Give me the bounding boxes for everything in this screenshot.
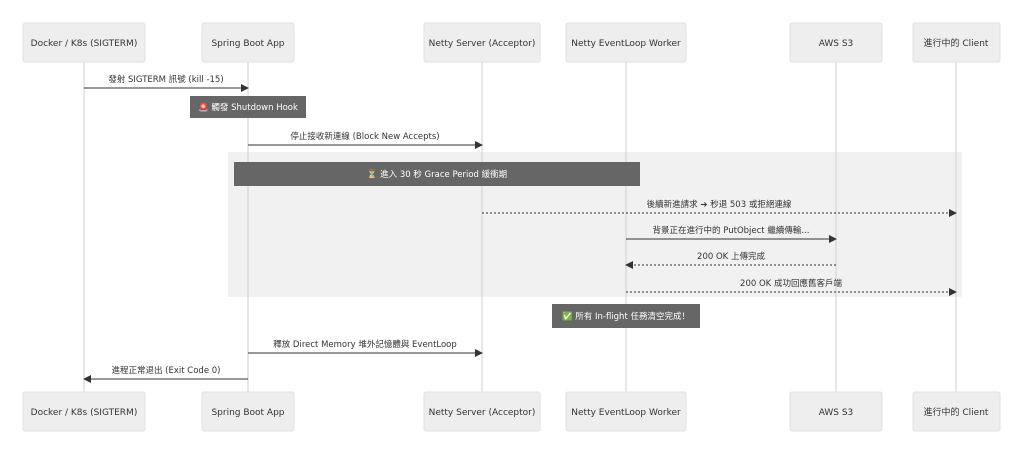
message-sigterm: 發射 SIGTERM 訊號 (kill -15) <box>84 74 249 92</box>
actor-label: Docker / K8s (SIGTERM) <box>31 39 138 49</box>
note-label: ✅ 所有 In-flight 任務清空完成！ <box>562 311 690 322</box>
note-grace-period: ⏳ 進入 30 秒 Grace Period 緩衝期 <box>234 162 640 186</box>
actor-spring-boot-bottom: Spring Boot App <box>201 391 295 432</box>
actor-netty-worker-top: Netty EventLoop Worker <box>565 22 687 63</box>
message-label: 200 OK 成功回應舊客戶端 <box>740 278 842 289</box>
message-block-new-accepts: 停止接收新連線 (Block New Accepts) <box>248 131 483 149</box>
message-label: 背景正在進行中的 PutObject 繼續傳輸... <box>653 225 810 236</box>
actor-label: AWS S3 <box>819 39 854 49</box>
message-respond-old-client: 200 OK 成功回應舊客戶端 <box>626 278 957 296</box>
actor-spring-boot-top: Spring Boot App <box>201 22 295 63</box>
message-label: 停止接收新連線 (Block New Accepts) <box>290 131 439 142</box>
message-label: 釋放 Direct Memory 堆外記憶體與 EventLoop <box>273 339 457 350</box>
actor-docker-bottom: Docker / K8s (SIGTERM) <box>22 391 146 432</box>
actor-label: Netty EventLoop Worker <box>571 39 681 49</box>
note-all-done: ✅ 所有 In-flight 任務清空完成！ <box>552 304 700 328</box>
note-label: ⏳ 進入 30 秒 Grace Period 緩衝期 <box>367 169 507 180</box>
message-label: 後續新進請求 ➔ 秒退 503 或拒絕連線 <box>647 199 792 210</box>
actor-netty-worker-bottom: Netty EventLoop Worker <box>565 391 687 432</box>
note-shutdown-hook: 🚨 觸發 Shutdown Hook <box>190 96 306 118</box>
actor-label: Spring Boot App <box>211 408 284 418</box>
actor-client-bottom: 進行中的 Client <box>912 391 1001 432</box>
actor-aws-s3-bottom: AWS S3 <box>789 391 883 432</box>
actor-label: 進行中的 Client <box>924 406 989 418</box>
actor-label: Netty Server (Acceptor) <box>429 39 536 49</box>
message-reject-new-requests: 後續新進請求 ➔ 秒退 503 或拒絕連線 <box>482 199 957 217</box>
actor-label: 進行中的 Client <box>924 37 989 49</box>
message-release-memory: 釋放 Direct Memory 堆外記憶體與 EventLoop <box>248 339 483 357</box>
actor-label: Spring Boot App <box>211 39 284 49</box>
actor-netty-server-top: Netty Server (Acceptor) <box>423 22 541 63</box>
actor-label: Netty Server (Acceptor) <box>429 408 536 418</box>
message-label: 進程正常退出 (Exit Code 0) <box>111 365 220 376</box>
message-label: 200 OK 上傳完成 <box>697 251 765 262</box>
message-label: 發射 SIGTERM 訊號 (kill -15) <box>108 74 223 85</box>
actor-client-top: 進行中的 Client <box>912 22 1001 63</box>
message-putobject-continue: 背景正在進行中的 PutObject 繼續傳輸... <box>626 225 837 243</box>
actor-label: Netty EventLoop Worker <box>571 408 681 418</box>
message-upload-done: 200 OK 上傳完成 <box>625 251 836 269</box>
actor-aws-s3-top: AWS S3 <box>789 22 883 63</box>
message-process-exit: 進程正常退出 (Exit Code 0) <box>83 365 248 383</box>
note-label: 🚨 觸發 Shutdown Hook <box>198 102 298 113</box>
actor-label: Docker / K8s (SIGTERM) <box>31 408 138 418</box>
actor-label: AWS S3 <box>819 408 854 418</box>
actor-netty-server-bottom: Netty Server (Acceptor) <box>423 391 541 432</box>
actor-docker-top: Docker / K8s (SIGTERM) <box>22 22 146 63</box>
